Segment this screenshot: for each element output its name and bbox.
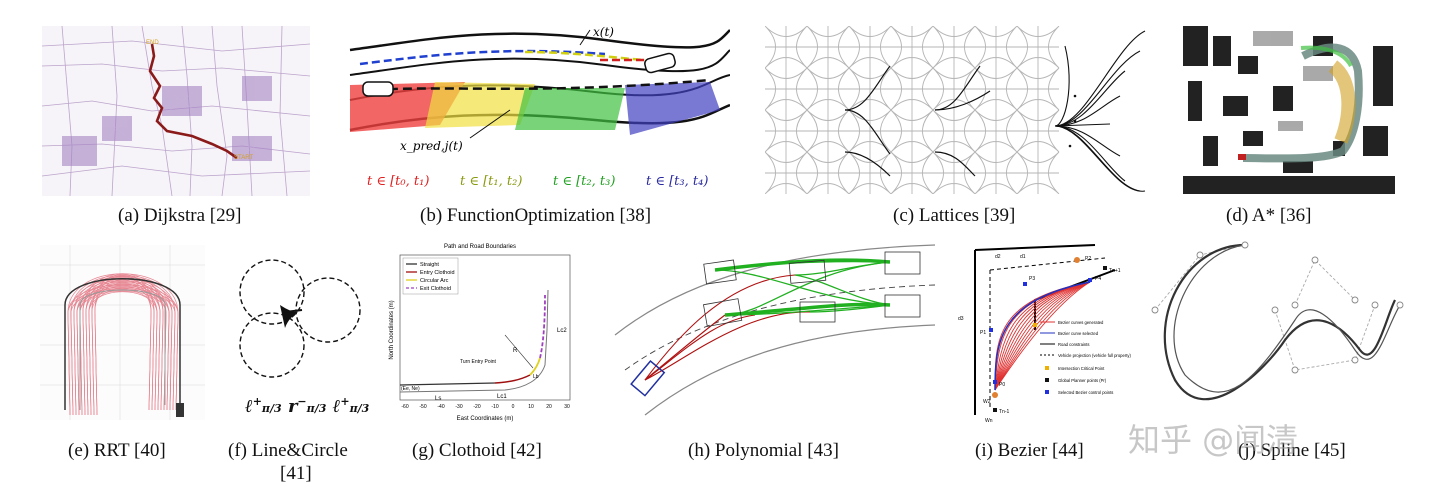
svg-text:Lc1: Lc1 <box>497 394 507 400</box>
panel-clothoid-plot: Path and Road Boundaries Straight Entry … <box>385 240 590 425</box>
x-tick-label: -60 <box>401 404 408 410</box>
interval-1: t ∈ [t₁, t₂) <box>460 174 522 189</box>
svg-text:Global Planner points (Pr): Global Planner points (Pr) <box>1058 378 1107 383</box>
svg-text:North Coordinates (m): North Coordinates (m) <box>389 300 395 359</box>
svg-text:Lc2: Lc2 <box>557 328 567 334</box>
svg-text:East Coordinates (m): East Coordinates (m) <box>457 416 514 422</box>
caption-b: (b) FunctionOptimization [38] <box>420 205 652 226</box>
svg-text:P1: P1 <box>980 330 986 336</box>
xpred-label: x_pred,j(t) <box>400 139 463 153</box>
x-tick-label: 0 <box>512 404 515 410</box>
x-tick-label: 30 <box>564 404 570 410</box>
svg-text:Ls: Ls <box>435 396 441 402</box>
x-tick-label: -50 <box>419 404 426 410</box>
svg-text:Wn: Wn <box>985 418 993 424</box>
svg-text:Entry Clothoid: Entry Clothoid <box>420 270 455 276</box>
interval-2: t ∈ [t₂, t₃) <box>553 174 615 189</box>
svg-text:Straight: Straight <box>420 262 439 268</box>
svg-text:Bezier curves generated: Bezier curves generated <box>1058 320 1104 325</box>
caption-j: (j) Spline [45] <box>1238 440 1346 461</box>
svg-text:Selected Bezier control points: Selected Bezier control points <box>1058 390 1113 395</box>
svg-text:P2: P2 <box>1085 256 1091 262</box>
svg-text:Vehicle projection (vehicle fu: Vehicle projection (vehicle full propert… <box>1058 353 1131 358</box>
svg-text:d3: d3 <box>958 316 964 322</box>
svg-text:Exit Clothoid: Exit Clothoid <box>420 286 451 292</box>
x-tick-label: 20 <box>546 404 552 410</box>
x-tick-label: -10 <box>491 404 498 410</box>
svg-text:R: R <box>513 348 518 354</box>
interval-0: t ∈ [t₀, t₁) <box>367 174 429 189</box>
motion-primitives-fan <box>1054 30 1146 192</box>
clothoid-legend: Straight Entry Clothoid Circular Arc Exi… <box>402 257 459 295</box>
svg-text:P3: P3 <box>1029 276 1035 282</box>
svg-text:P0: P0 <box>999 382 1005 388</box>
svg-text:Circular Arc: Circular Arc <box>420 278 449 284</box>
svg-text:W2: W2 <box>983 399 991 405</box>
svg-text:Bezier curve selected: Bezier curve selected <box>1058 331 1099 336</box>
svg-text:Tn-1: Tn-1 <box>999 409 1010 415</box>
svg-text:d2: d2 <box>995 254 1001 260</box>
panel-astar-map <box>1183 26 1395 194</box>
x-tick-label: -20 <box>473 404 480 410</box>
panel-rrt <box>40 245 205 420</box>
x-tick-label: -30 <box>455 404 462 410</box>
panel-lattices <box>765 26 1160 194</box>
panel-line-circle <box>230 250 370 425</box>
caption-a: (a) Dijkstra [29] <box>118 205 242 226</box>
caption-e: (e) RRT [40] <box>68 440 166 461</box>
caption-h: (h) Polynomial [43] <box>688 440 839 461</box>
svg-text:Lb: Lb <box>533 374 539 380</box>
lattice-grid <box>765 26 1060 194</box>
caption-d: (d) A* [36] <box>1226 205 1312 226</box>
svg-text:Intersection Critical Point: Intersection Critical Point <box>1058 366 1105 371</box>
x-label: x(t) <box>593 25 614 39</box>
panel-function-optimization: x(t) x_pred,j(t) t ∈ [t₀, t₁) t ∈ [t₁, t… <box>345 20 730 200</box>
svg-text:(Ee, Ne): (Ee, Ne) <box>401 386 420 392</box>
shortest-path <box>148 43 238 160</box>
panel-dijkstra-map: START END <box>42 26 310 196</box>
caption-f-line2: [41] <box>280 463 312 484</box>
caption-g: (g) Clothoid [42] <box>412 440 542 461</box>
panel-spline <box>1145 240 1410 430</box>
end-label: END <box>146 40 159 46</box>
panel-polynomial <box>605 240 935 425</box>
svg-text:d1: d1 <box>1020 254 1026 260</box>
interval-3: t ∈ [t₃, t₄) <box>646 174 708 189</box>
caption-i: (i) Bezier [44] <box>975 440 1084 461</box>
clothoid-title: Path and Road Boundaries <box>444 244 516 250</box>
bezier-legend: Bezier curves generated Bezier curve sel… <box>1040 320 1131 395</box>
svg-text:Road constraints: Road constraints <box>1058 342 1089 347</box>
x-tick-label: 10 <box>528 404 534 410</box>
start-label: START <box>234 155 253 161</box>
watermark: 知乎 @闻清 <box>1128 421 1299 459</box>
caption-f-line1: (f) Line&Circle <box>228 440 348 461</box>
line-circle-formula: ℓ+π/3 r−π/3 ℓ+π/3 <box>245 395 370 417</box>
x-tick-label: -40 <box>437 404 444 410</box>
panel-bezier: Tn+1 Tn-1 P0 P1 P2 P3 P4 W2 d1 d2 d3 Wn … <box>955 240 1140 425</box>
caption-c: (c) Lattices [39] <box>893 205 1016 226</box>
svg-text:P4: P4 <box>1095 276 1101 282</box>
svg-text:Tn+1: Tn+1 <box>1109 268 1121 274</box>
svg-text:Turn Entry Point: Turn Entry Point <box>460 359 497 365</box>
